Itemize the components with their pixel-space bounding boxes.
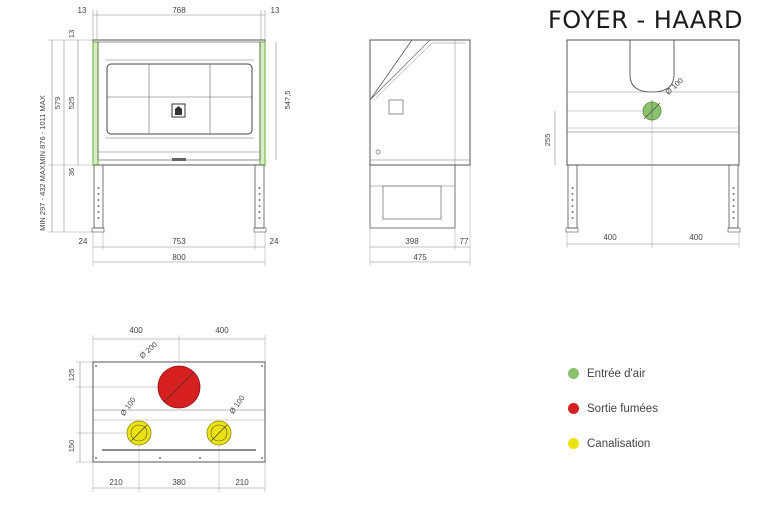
front-left-frame <box>92 41 99 166</box>
red-dot-icon <box>568 403 579 414</box>
side-body-outline <box>369 39 413 102</box>
front-left-dim-13: 13 <box>67 30 76 38</box>
legend-label-air-inlet: Entrée d'air <box>587 367 646 380</box>
top-view: 400 400 Ø 200 Ø 100 Ø 100 125 150 <box>67 326 266 492</box>
front-left-dim-525: 525 <box>67 97 76 110</box>
legend-item-flue: Sortie fumées <box>568 391 758 426</box>
top-bottom-dim-right: 210 <box>235 478 249 487</box>
legend: Entrée d'air Sortie fumées Canalisation <box>568 356 758 461</box>
back-view: Ø 100 255 400 400 <box>543 39 741 248</box>
front-bottom-dim-right: 24 <box>270 237 279 246</box>
page-title: FOYER - HAARD <box>548 6 744 34</box>
front-glass-door <box>106 63 253 135</box>
top-top-dim-left: 400 <box>129 326 143 335</box>
back-inlet-diameter: Ø 100 <box>664 76 685 96</box>
front-range-upper: MIN 876 - 1011 MAX <box>38 95 47 164</box>
front-right-dim: 547,5 <box>283 91 292 110</box>
front-bottom-dim-center: 753 <box>172 237 186 246</box>
legend-label-flue: Sortie fumées <box>587 402 658 415</box>
front-total-width: 800 <box>172 253 186 262</box>
front-top-dim-right: 13 <box>271 6 280 15</box>
top-inlet-left-diameter: Ø 100 <box>118 396 137 418</box>
front-range-lower: MIN 297 - 432 MAX <box>38 165 47 231</box>
top-left-dim-125: 125 <box>67 369 76 382</box>
top-body <box>92 361 266 463</box>
top-top-dim-right: 400 <box>215 326 229 335</box>
legend-item-air-inlet: Entrée d'air <box>568 356 758 391</box>
legend-item-ducting: Canalisation <box>568 426 758 461</box>
top-bottom-dim-center: 380 <box>172 478 186 487</box>
legend-label-ducting: Canalisation <box>587 437 651 450</box>
top-inlet-right-diameter: Ø 100 <box>227 394 246 416</box>
top-left-dim-150: 150 <box>67 440 76 453</box>
top-flue-diameter: Ø 200 <box>138 340 159 360</box>
side-base <box>369 164 456 229</box>
top-bottom-dim-left: 210 <box>109 478 123 487</box>
front-right-frame <box>259 41 266 166</box>
side-bottom-dim-77: 77 <box>460 237 469 246</box>
green-dot-icon <box>568 368 579 379</box>
front-top-dim-left: 13 <box>78 6 87 15</box>
back-height-dim: 255 <box>543 134 552 147</box>
yellow-dot-icon <box>568 438 579 449</box>
front-left-dim-579: 579 <box>53 97 62 110</box>
front-left-dim-36: 36 <box>67 168 76 176</box>
front-top-dim-center: 768 <box>172 6 186 15</box>
side-view: 398 77 475 <box>369 39 471 266</box>
side-total-depth: 475 <box>413 253 427 262</box>
back-body <box>566 39 740 166</box>
side-bottom-dim-398: 398 <box>405 237 419 246</box>
back-bottom-dim-left: 400 <box>603 233 617 242</box>
front-bottom-dim-left: 24 <box>79 237 88 246</box>
front-view: 13 768 13 MIN 876 - 1011 MAX MIN 297 - 4… <box>38 6 292 266</box>
back-bottom-dim-right: 400 <box>689 233 703 242</box>
